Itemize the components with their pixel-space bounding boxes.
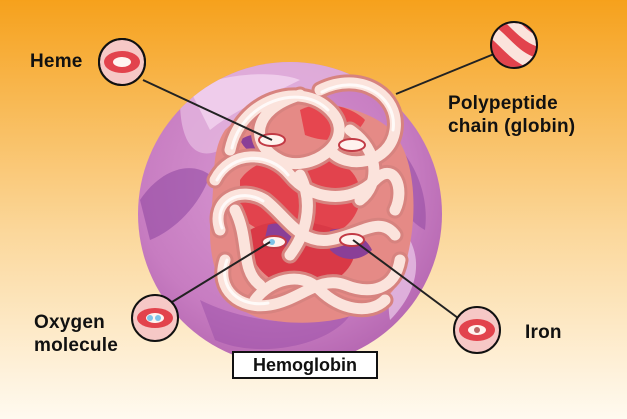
label-iron: Iron bbox=[525, 322, 562, 343]
heme-callout-icon bbox=[98, 38, 146, 86]
diagram-title: Hemoglobin bbox=[232, 351, 378, 379]
polypeptide-strands bbox=[206, 74, 409, 318]
label-polypeptide-chain: Polypeptide chain (globin) bbox=[448, 93, 576, 137]
oxygen-callout-icon bbox=[131, 294, 179, 342]
label-heme: Heme bbox=[30, 51, 83, 72]
leader-lines bbox=[142, 53, 495, 319]
label-oxygen-molecule: Oxygen molecule bbox=[34, 312, 118, 356]
iron-callout-icon bbox=[453, 306, 501, 354]
